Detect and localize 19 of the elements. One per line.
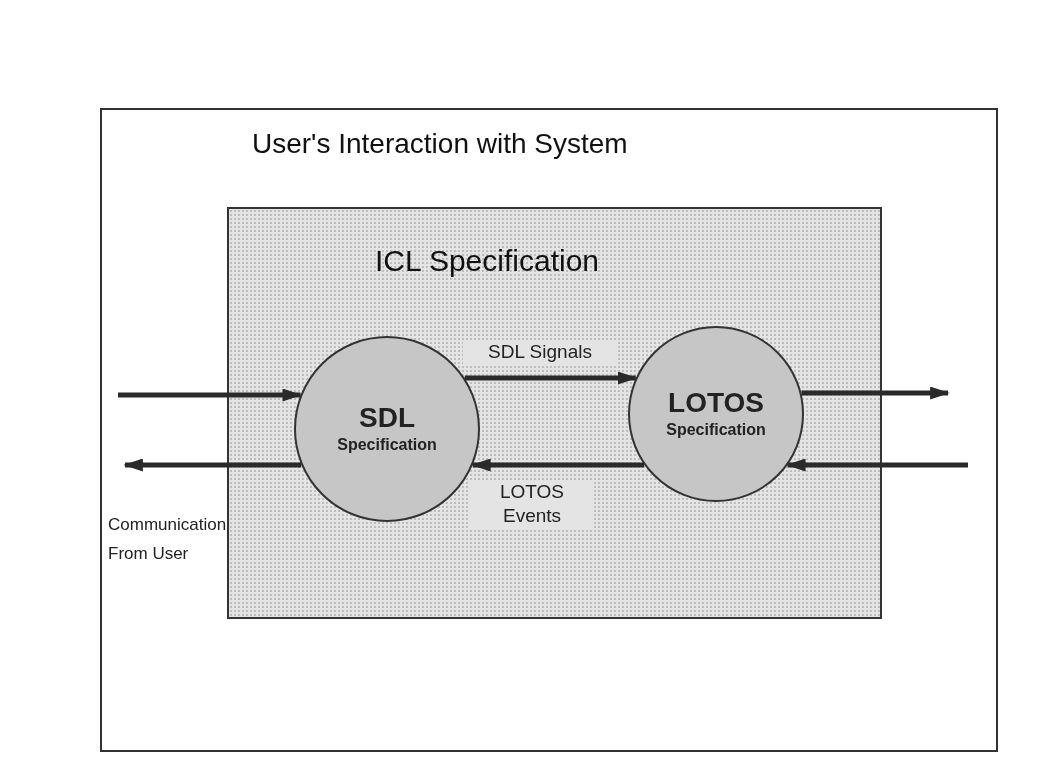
- circle-title: SDL: [359, 402, 415, 434]
- arrow: [123, 458, 302, 472]
- panel-heading: ICL Specification: [375, 244, 599, 278]
- circle-subtitle: Specification: [666, 420, 766, 440]
- arrow: [464, 371, 638, 385]
- specification-circle: [294, 336, 480, 522]
- edge-label: SDL Signals: [463, 340, 617, 364]
- circle-subtitle: Specification: [337, 435, 437, 455]
- frame-heading: User's Interaction with System: [252, 128, 628, 160]
- edge-label: LOTOS Events: [470, 480, 594, 528]
- specification-panel: [227, 207, 882, 619]
- circle-title: LOTOS: [668, 387, 764, 419]
- arrow: [471, 458, 645, 472]
- arrow: [801, 386, 950, 400]
- specification-circle: [628, 326, 804, 502]
- arrow: [786, 458, 968, 472]
- arrow: [118, 388, 303, 402]
- note-text: Communication From User: [108, 514, 226, 565]
- outer-frame: [100, 108, 998, 752]
